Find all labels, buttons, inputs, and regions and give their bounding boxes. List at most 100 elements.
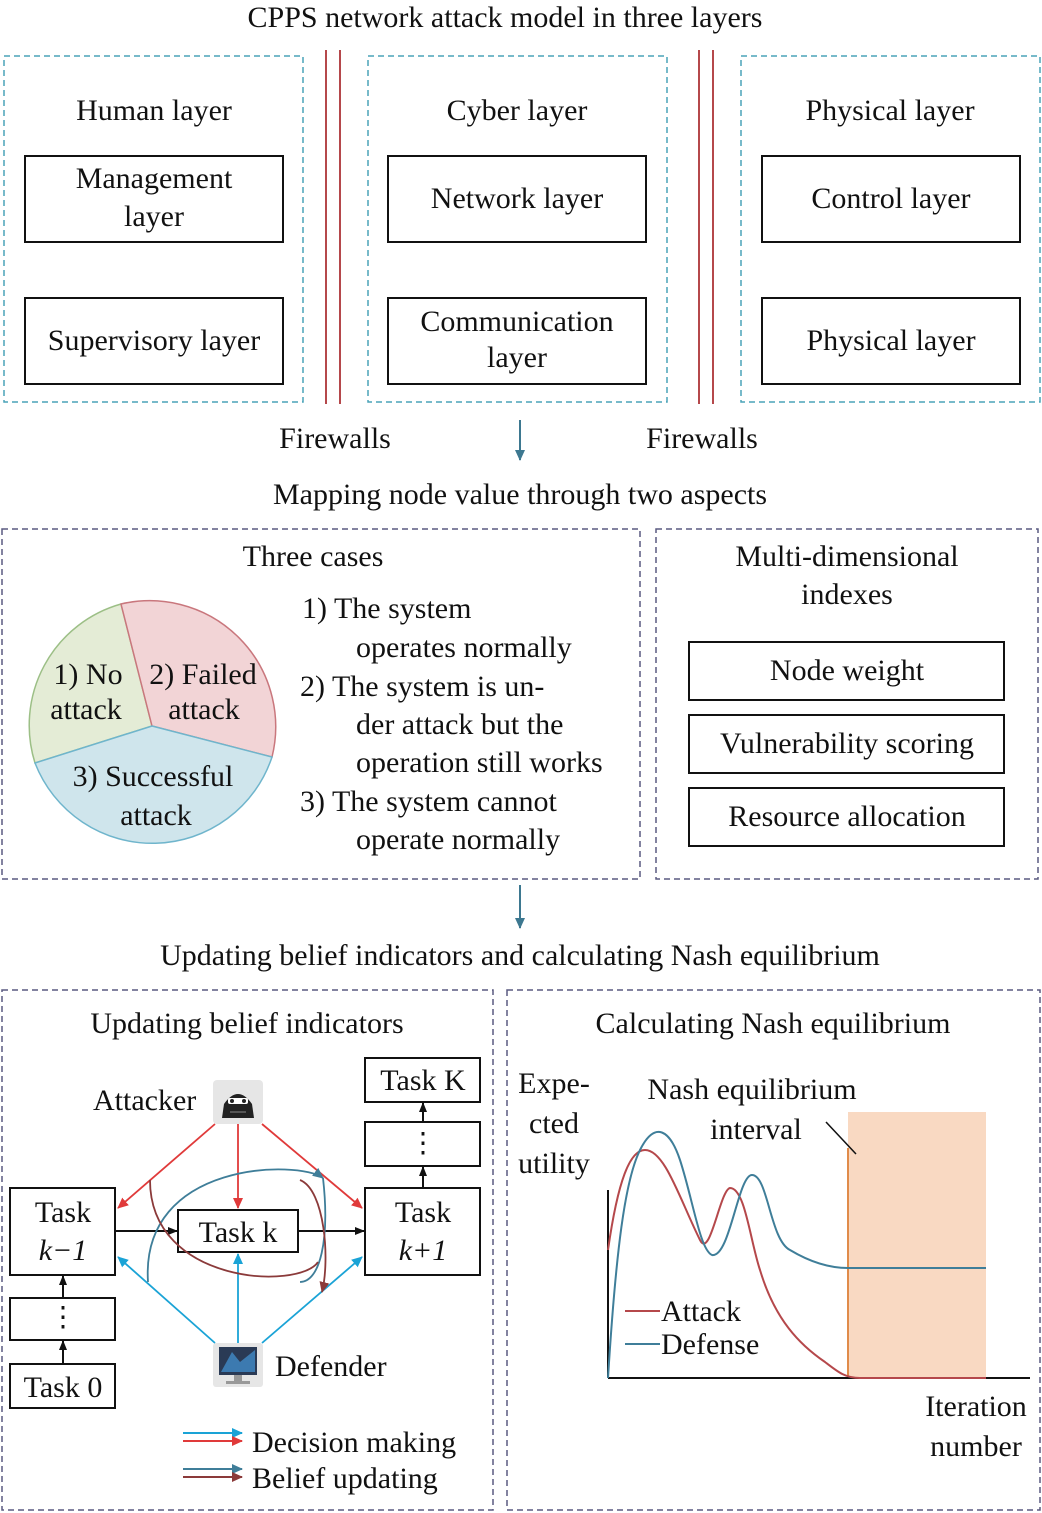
- vulnerability-scoring-box: [688, 714, 1005, 774]
- nash-interval-label-2: interval: [710, 1113, 802, 1146]
- nash-xlabel-2: number: [930, 1430, 1022, 1463]
- legend-belief-label: Belief updating: [252, 1462, 438, 1495]
- indexes-frame: [655, 528, 1039, 880]
- three-cases-title: Three cases: [243, 540, 384, 573]
- task-ellipsis-lower-box: [9, 1297, 116, 1341]
- section3-title: Updating belief indicators and calculati…: [160, 939, 880, 972]
- legend-decision-label: Decision making: [252, 1426, 456, 1459]
- resource-allocation-label: Resource allocation: [728, 800, 965, 833]
- nash-ylabel-3: utility: [518, 1147, 590, 1180]
- network-layer-box: [387, 155, 647, 243]
- indexes-title-2: indexes: [801, 578, 893, 611]
- task-k-label: Task k: [199, 1216, 278, 1249]
- firewall-lines: [325, 50, 714, 404]
- cases-pie: [28, 599, 277, 845]
- node-weight-label: Node weight: [770, 654, 925, 687]
- task-k-minus-1-label-1: Task: [35, 1196, 91, 1229]
- belief-update-curves: [147, 1167, 330, 1293]
- resource-allocation-box: [688, 787, 1005, 847]
- task-K-box: [364, 1057, 481, 1103]
- nash-ylabel-1: Expe-: [518, 1067, 590, 1100]
- human-layer-frame: [3, 55, 304, 403]
- physical-layer-group: Physical layer Control layer Physical la…: [740, 55, 1041, 403]
- physical-layer-frame: [740, 55, 1041, 403]
- management-layer-label-2: layer: [124, 200, 184, 233]
- communication-layer-box: [387, 297, 647, 385]
- belief-frame: [1, 989, 494, 1511]
- defender-icon: [213, 1343, 263, 1387]
- physical-sublayer-label: Physical layer: [806, 324, 975, 357]
- case-line-1: 1) The system: [302, 592, 471, 625]
- node-weight-box: [688, 641, 1005, 701]
- pie-label-failed-attack-1: 2) Failed: [149, 658, 256, 691]
- task-k-plus-1-label-1: Task: [395, 1196, 451, 1229]
- control-layer-box: [761, 155, 1021, 243]
- case-line-2: operates normally: [356, 631, 572, 664]
- belief-legend: Decision making Belief updating: [183, 1426, 456, 1495]
- pie-label-successful-attack-2: attack: [120, 799, 192, 832]
- case-descriptions: 1) The system operates normally 2) The s…: [300, 592, 603, 856]
- defense-curve: [607, 1130, 986, 1379]
- belief-title: Updating belief indicators: [90, 1007, 403, 1040]
- attacker-label: Attacker: [93, 1084, 196, 1117]
- attacker-decision-arrows: [117, 1123, 363, 1209]
- task-K-label: Task K: [380, 1064, 466, 1097]
- case-line-4: der attack but the: [356, 708, 563, 741]
- pie-label-no-attack-1: 1) No: [53, 658, 122, 691]
- legend-attack-label: Attack: [661, 1295, 741, 1328]
- firewalls-label-left: Firewalls: [279, 422, 391, 455]
- cyber-layer-title: Cyber layer: [447, 94, 588, 127]
- management-layer-box: [24, 155, 284, 243]
- human-layer-group: Human layer Management layer Supervisory…: [3, 55, 304, 403]
- nash-frame: [506, 989, 1041, 1511]
- legend-defense-label: Defense: [661, 1328, 759, 1361]
- communication-layer-label-2: layer: [487, 341, 547, 374]
- attacker-icon: [213, 1080, 263, 1124]
- nash-interval-pointer: [825, 1121, 857, 1155]
- section1-title: CPPS network attack model in three layer…: [248, 1, 763, 34]
- pie-slice-no-attack: [28, 603, 153, 764]
- case-line-7: operate normally: [356, 823, 560, 856]
- task-k-box: [177, 1209, 299, 1253]
- nash-interval-band: [848, 1112, 986, 1378]
- pie-slice-successful-attack: [34, 725, 273, 845]
- vulnerability-scoring-label: Vulnerability scoring: [720, 727, 974, 760]
- communication-layer-label-1: Communication: [420, 305, 613, 338]
- three-cases-frame: [1, 528, 641, 880]
- nash-xlabel-1: Iteration: [925, 1390, 1027, 1423]
- control-layer-label: Control layer: [811, 182, 970, 215]
- case-line-3: 2) The system is un-: [300, 670, 544, 703]
- defender-label: Defender: [275, 1350, 387, 1383]
- task-0-label: Task 0: [24, 1371, 103, 1404]
- task-ellipsis-lower: ⋮: [49, 1302, 77, 1333]
- pie-label-failed-attack-2: attack: [168, 693, 240, 726]
- supervisory-layer-label: Supervisory layer: [48, 324, 260, 357]
- cyber-layer-group: Cyber layer Network layer Communication …: [367, 55, 668, 403]
- defender-decision-arrows: [117, 1253, 363, 1344]
- task-flow-arrows: [59, 1102, 427, 1364]
- task-k-minus-1-label-2: k−1: [39, 1234, 88, 1267]
- task-0-box: [9, 1363, 116, 1409]
- management-layer-label-1: Management: [76, 162, 233, 195]
- section2-title: Mapping node value through two aspects: [273, 478, 767, 511]
- nash-ylabel-2: cted: [529, 1107, 579, 1140]
- case-line-5: operation still works: [356, 746, 603, 779]
- nash-interval-label-1: Nash equilibrium: [647, 1073, 856, 1106]
- task-ellipsis-upper: ⋮: [409, 1128, 437, 1159]
- indexes-title-1: Multi-dimensional: [735, 540, 958, 573]
- task-k-plus-1-box: [364, 1187, 481, 1276]
- task-ellipsis-upper-box: [364, 1121, 481, 1167]
- firewalls-label-right: Firewalls: [646, 422, 758, 455]
- human-layer-title: Human layer: [76, 94, 232, 127]
- nash-title: Calculating Nash equilibrium: [596, 1007, 951, 1040]
- pie-label-no-attack-2: attack: [50, 693, 122, 726]
- task-k-plus-1-label-2: k+1: [399, 1234, 448, 1267]
- supervisory-layer-box: [24, 297, 284, 385]
- attack-curve: [607, 1148, 986, 1379]
- pie-slice-failed-attack: [120, 599, 277, 758]
- physical-layer-title: Physical layer: [805, 94, 974, 127]
- pie-label-successful-attack-1: 3) Successful: [73, 760, 234, 793]
- case-line-6: 3) The system cannot: [300, 785, 558, 818]
- physical-sublayer-box: [761, 297, 1021, 385]
